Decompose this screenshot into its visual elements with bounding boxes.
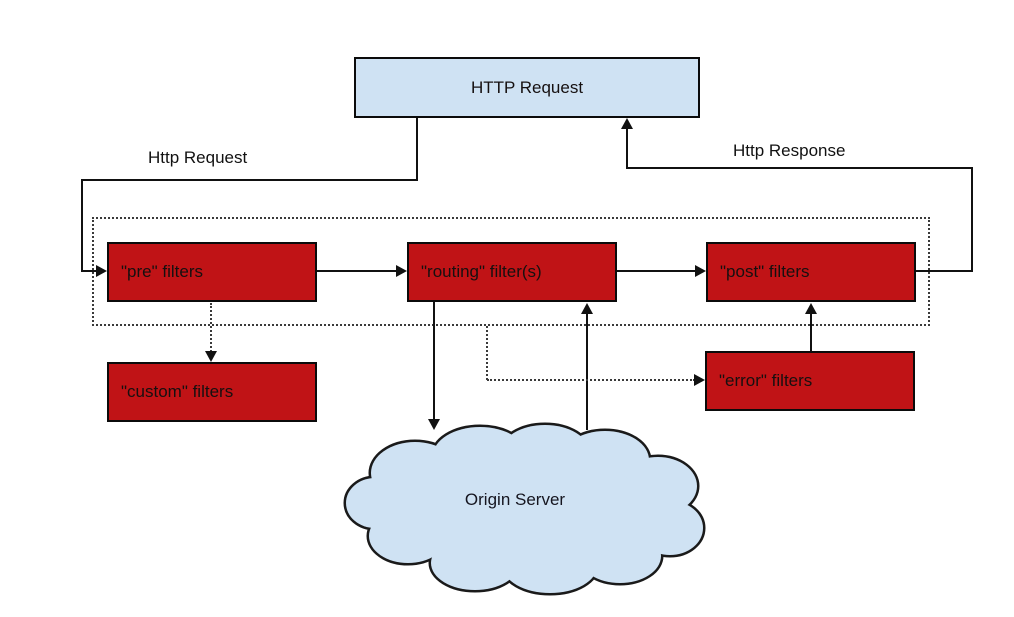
- edge-routing-to-post-segment: [617, 270, 697, 272]
- edge-pre-to-custom-dotted-segment: [210, 303, 212, 352]
- edge-request-down-segment: [416, 118, 418, 181]
- edge-response-right-vertical-segment: [971, 167, 973, 272]
- custom-filters-label: "custom" filters: [121, 382, 234, 401]
- arrowhead-error-into-post-icon: [805, 303, 817, 314]
- arrowhead-into-origin-icon: [428, 419, 440, 430]
- origin-server-label: Origin Server: [464, 490, 566, 509]
- edge-response-horizontal-segment: [626, 167, 973, 169]
- edge-post-out-right-segment: [916, 270, 973, 272]
- arrowhead-into-httpbox-icon: [621, 118, 633, 129]
- pre-filters-box: "pre" filters: [107, 242, 317, 302]
- edge-to-error-dotted-vertical-segment: [486, 326, 488, 380]
- pre-filters-label: "pre" filters: [121, 262, 203, 281]
- http-response-edge-label: Http Response: [733, 141, 846, 160]
- edge-request-horizontal-segment: [81, 179, 418, 181]
- origin-server-cloud: [340, 418, 715, 603]
- custom-filters-box: "custom" filters: [107, 362, 317, 422]
- http-request-box-label: HTTP Request: [470, 77, 584, 97]
- edge-response-up-segment: [626, 127, 628, 168]
- error-filters-label: "error" filters: [719, 371, 813, 390]
- edge-to-error-dotted-horizontal-segment: [487, 379, 695, 381]
- routing-filters-box: "routing" filter(s): [407, 242, 617, 302]
- edge-origin-to-routing-segment: [586, 311, 588, 430]
- edge-request-left-vertical-segment: [81, 179, 83, 272]
- http-request-box: HTTP Request: [354, 57, 700, 118]
- edge-routing-to-origin-segment: [433, 302, 435, 420]
- arrowhead-into-post-icon: [695, 265, 706, 277]
- arrowhead-into-pre-icon: [96, 265, 107, 277]
- post-filters-label: "post" filters: [720, 262, 810, 281]
- routing-filters-label: "routing" filter(s): [421, 262, 542, 281]
- error-filters-box: "error" filters: [705, 351, 915, 411]
- edge-error-to-post-segment: [810, 311, 812, 351]
- arrowhead-into-routing-icon: [396, 265, 407, 277]
- arrowhead-origin-into-routing-icon: [581, 303, 593, 314]
- arrowhead-into-error-icon: [694, 374, 705, 386]
- http-request-edge-label: Http Request: [148, 148, 248, 167]
- cloud-icon: [343, 422, 706, 596]
- edge-request-into-pre-segment: [81, 270, 98, 272]
- arrowhead-into-custom-icon: [205, 351, 217, 362]
- edge-pre-to-routing-segment: [317, 270, 398, 272]
- post-filters-box: "post" filters: [706, 242, 916, 302]
